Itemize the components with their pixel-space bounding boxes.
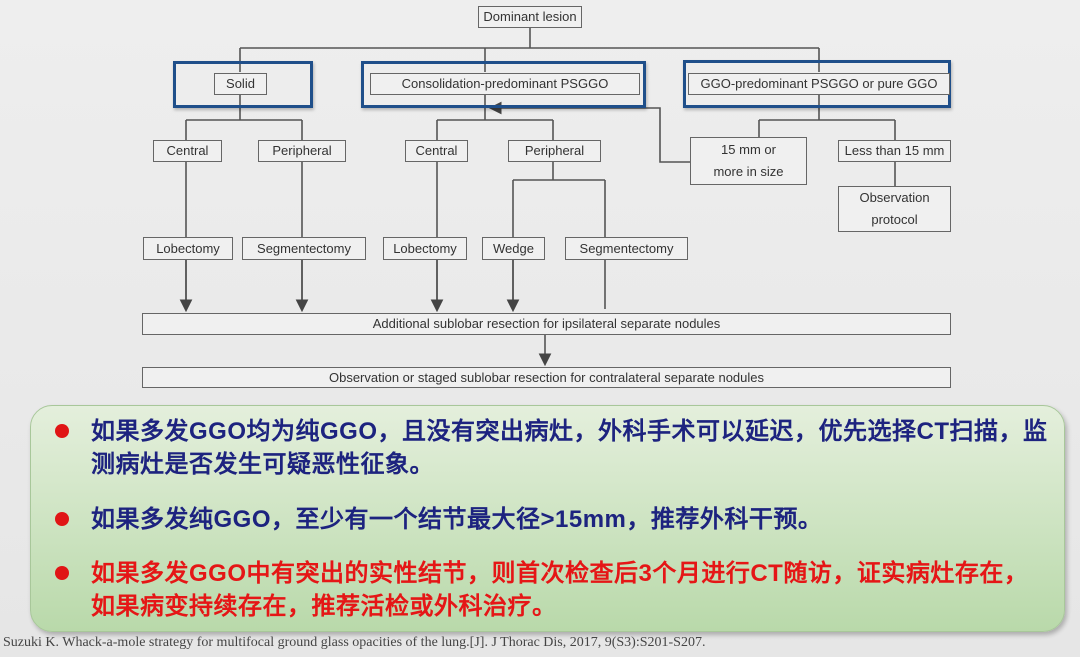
notes-panel: 如果多发GGO均为纯GGO，且没有突出病灶，外科手术可以延迟，优先选择CT扫描，…	[30, 405, 1065, 632]
node-ggo-less-15mm: Less than 15 mm	[838, 140, 951, 162]
node-observation-staged: Observation or staged sublobar resection…	[142, 367, 951, 388]
note-1: 如果多发GGO均为纯GGO，且没有突出病灶，外科手术可以延迟，优先选择CT扫描，…	[91, 418, 1048, 478]
solid-highlight-frame	[173, 61, 313, 108]
node-additional-resection: Additional sublobar resection for ipsila…	[142, 313, 951, 335]
node-solid-central: Central	[153, 140, 222, 162]
node-solid: Solid	[214, 73, 267, 95]
node-cons-peripheral: Peripheral	[508, 140, 601, 162]
bullet-icon	[55, 424, 69, 438]
note-2: 如果多发纯GGO，至少有一个结节最大径>15mm，推荐外科干预。	[91, 506, 823, 533]
bullet-icon	[55, 512, 69, 526]
node-lobectomy-solid: Lobectomy	[143, 237, 233, 260]
node-solid-peripheral: Peripheral	[258, 140, 346, 162]
note-3: 如果多发GGO中有突出的实性结节，则首次检查后3个月进行CT随访，证实病灶存在，…	[91, 560, 1029, 620]
node-cons-central: Central	[405, 140, 468, 162]
consolidation-highlight-frame	[361, 61, 646, 108]
node-dominant-lesion: Dominant lesion	[478, 6, 582, 28]
node-wedge: Wedge	[482, 237, 545, 260]
node-observation-protocol: Observation protocol	[838, 186, 951, 232]
node-lobectomy-cons: Lobectomy	[383, 237, 467, 260]
node-consolidation: Consolidation-predominant PSGGO	[370, 73, 640, 95]
node-ggo: GGO-predominant PSGGO or pure GGO	[688, 73, 950, 95]
node-segmentectomy-solid: Segmentectomy	[242, 237, 366, 260]
flowchart-connectors	[179, 28, 896, 400]
node-segmentectomy-cons: Segmentectomy	[565, 237, 688, 260]
node-ggo-15mm-or-more: 15 mm or more in size	[690, 137, 807, 185]
bullet-icon	[55, 566, 69, 580]
citation: Suzuki K. Whack-a-mole strategy for mult…	[3, 635, 706, 650]
